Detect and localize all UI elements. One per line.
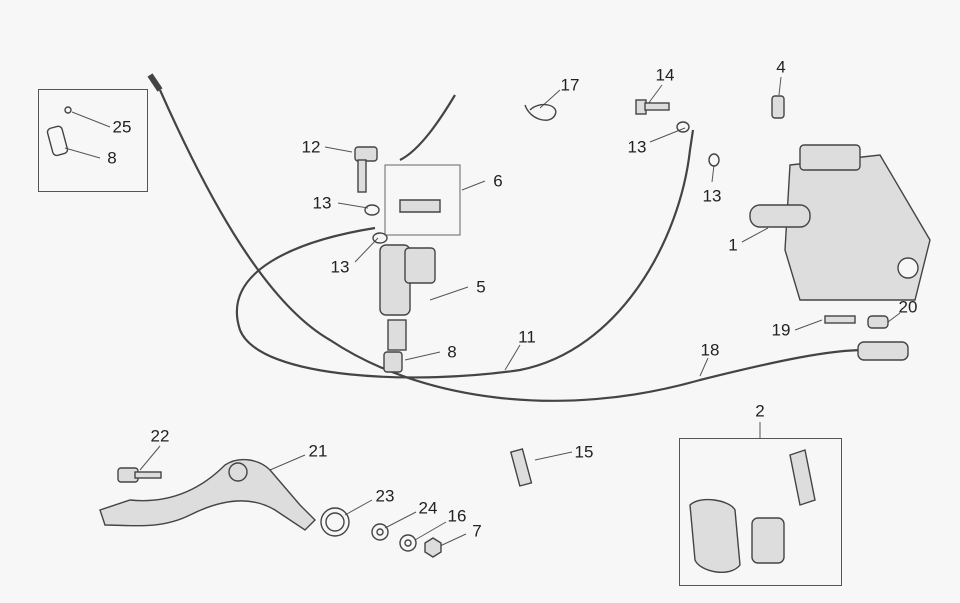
label-25: 25 — [112, 117, 132, 137]
label-7: 7 — [472, 521, 482, 541]
label-2: 2 — [755, 401, 765, 421]
brake-caliper — [749, 144, 931, 301]
label-18: 18 — [700, 340, 720, 360]
leader-lines — [64, 76, 901, 547]
label-11: 11 — [518, 327, 536, 347]
label-8: 8 — [447, 342, 457, 362]
label-21: 21 — [308, 441, 328, 461]
label-16: 16 — [447, 506, 467, 526]
label-20: 20 — [898, 297, 918, 317]
label-4: 4 — [776, 57, 786, 77]
label-13: 13 — [330, 257, 350, 277]
label-14: 14 — [655, 65, 675, 85]
label-13: 13 — [627, 137, 647, 157]
label-13: 13 — [312, 193, 332, 213]
label-8: 8 — [107, 148, 117, 168]
label-5: 5 — [476, 277, 486, 297]
label-1: 1 — [728, 235, 738, 255]
master-cylinder — [379, 199, 441, 373]
label-19: 19 — [771, 320, 791, 340]
label-15: 15 — [574, 442, 594, 462]
hoses — [147, 73, 866, 402]
inset-box-reservoir-parts — [38, 89, 148, 192]
label-6: 6 — [493, 171, 503, 191]
inset-box-brake-pads-kit — [679, 438, 842, 586]
label-12: 12 — [301, 137, 321, 157]
label-22: 22 — [150, 426, 170, 446]
label-23: 23 — [375, 486, 395, 506]
label-13: 13 — [702, 186, 722, 206]
label-17: 17 — [560, 75, 580, 95]
label-24: 24 — [418, 498, 438, 518]
